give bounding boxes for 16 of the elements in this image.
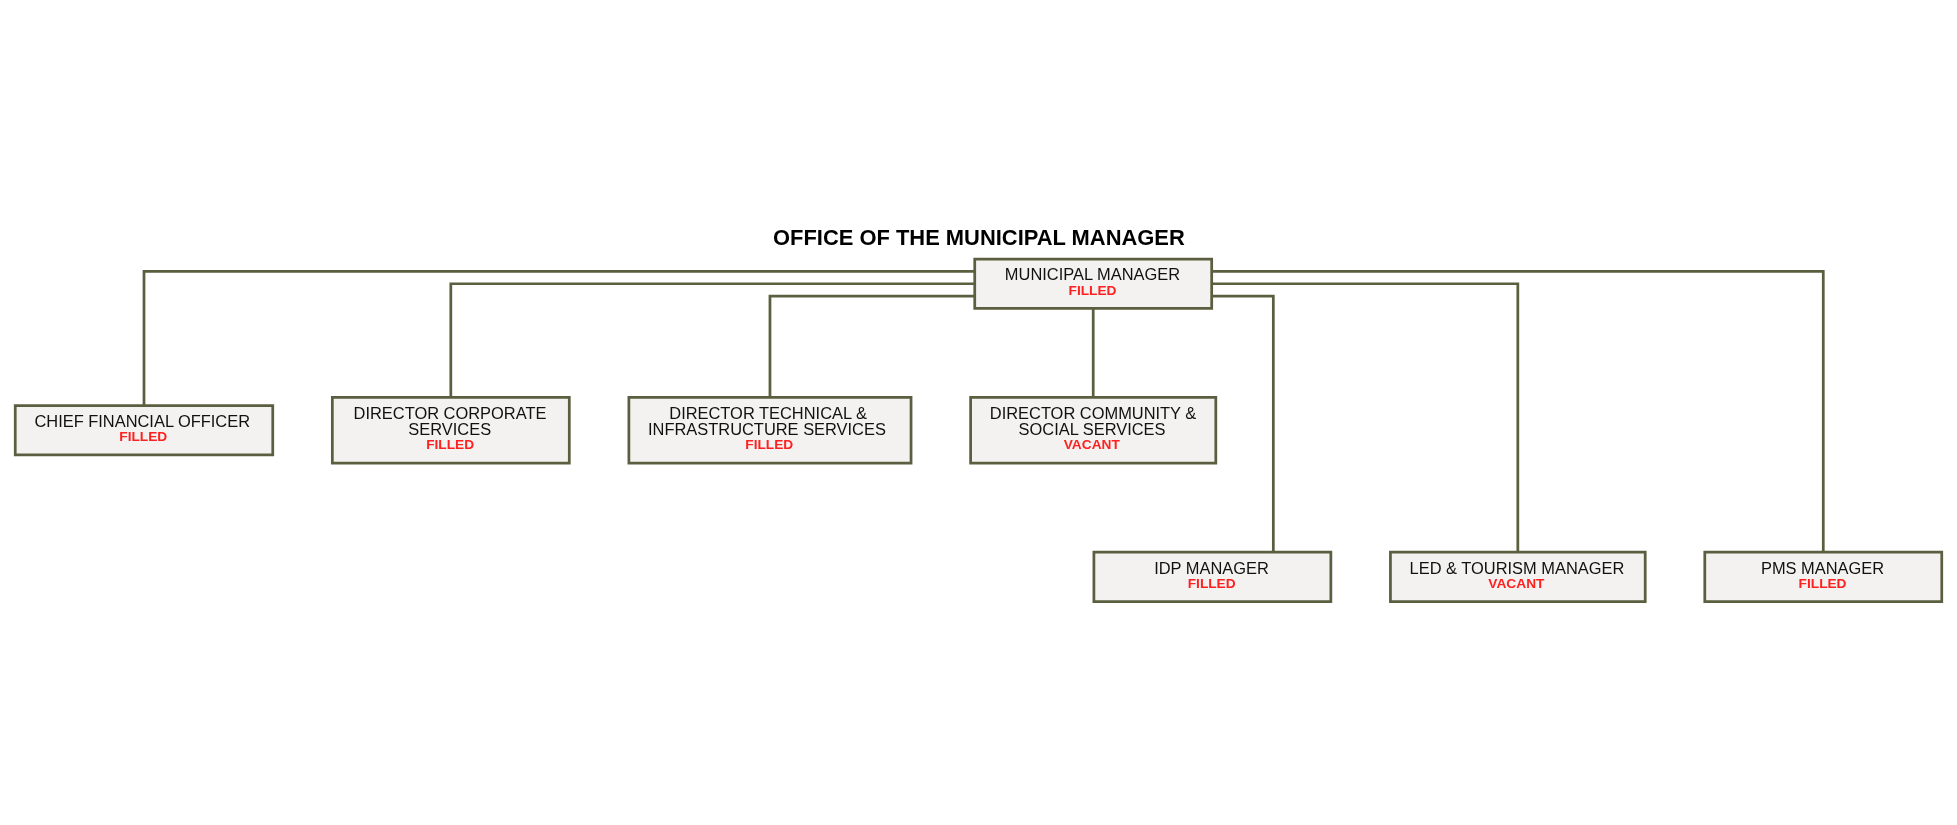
connector xyxy=(449,282,975,398)
node-box: MUNICIPAL MANAGER FILLED xyxy=(973,257,1214,310)
node-box: DIRECTOR CORPORATE SERVICES FILLED xyxy=(330,396,571,465)
diagram-title: OFFICE OF THE MUNICIPAL MANAGER xyxy=(773,225,1185,251)
connector xyxy=(1211,294,1275,552)
connector xyxy=(768,294,975,398)
node-box: LED & TOURISM MANAGER VACANT xyxy=(1389,550,1647,603)
node-box: DIRECTOR TECHNICAL & INFRASTRUCTURE SERVICES FILLED xyxy=(627,396,913,465)
connector xyxy=(142,270,975,406)
connector xyxy=(1091,308,1095,398)
connector xyxy=(1211,270,1825,552)
node-box: PMS MANAGER FILLED xyxy=(1703,550,1944,603)
node-box: CHIEF FINANCIAL OFFICER FILLED xyxy=(13,404,275,457)
node-box: IDP MANAGER FILLED xyxy=(1092,550,1333,603)
connector xyxy=(1212,282,1520,552)
node-box: DIRECTOR COMMUNITY & SOCIAL SERVICES VACANT xyxy=(969,396,1218,465)
